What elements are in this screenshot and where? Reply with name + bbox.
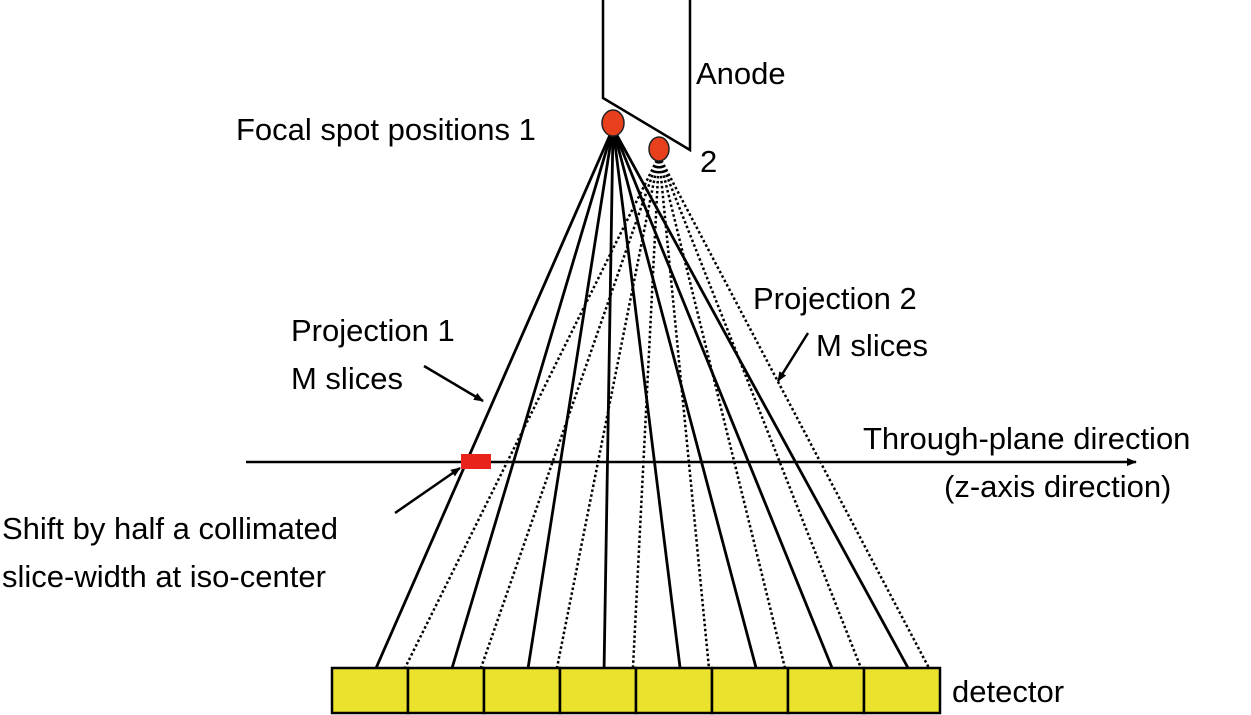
focal-spot-2-label: 2 <box>700 144 717 179</box>
projection-2-ray <box>657 155 863 669</box>
detector-element <box>710 666 790 715</box>
anode-label: Anode <box>696 56 786 91</box>
detector-element <box>862 666 942 715</box>
projection-1-ray <box>611 127 834 669</box>
detector-element <box>786 666 866 715</box>
projection-2-ray <box>479 155 661 669</box>
projection-2-pointer-arrow <box>776 332 810 382</box>
shift-label-line2: slice-width at iso-center <box>2 559 326 594</box>
shift-pointer-arrow <box>394 466 461 515</box>
detector-element <box>482 666 562 715</box>
projection-1-ray <box>611 127 682 669</box>
projection-1-slices-label: M slices <box>291 361 403 396</box>
detector-element <box>634 666 714 715</box>
focal-spot-1 <box>601 109 625 137</box>
projection-1-ray <box>374 127 615 669</box>
projection-1-label: Projection 1 <box>291 313 455 348</box>
projection-1-ray <box>450 127 615 669</box>
focal-spot-2 <box>648 136 670 162</box>
detector-label: detector <box>952 674 1064 709</box>
projection-1-pointer-arrow <box>423 364 484 403</box>
projection-2-ray <box>631 155 661 669</box>
detector-element <box>330 666 410 715</box>
detector-element <box>406 666 486 715</box>
projection-2-ray <box>403 155 661 669</box>
focal-spot-label: Focal spot positions 1 <box>236 112 536 147</box>
projection-1-ray <box>611 127 758 669</box>
projection-2-ray <box>657 155 931 669</box>
detector-element <box>558 666 638 715</box>
projection-1-ray <box>602 127 615 669</box>
projection-2-ray <box>657 155 787 669</box>
projection-1-ray <box>526 127 615 669</box>
detector-array <box>330 666 942 715</box>
projection-2-rays <box>403 155 931 669</box>
projection-1-rays <box>374 127 910 669</box>
projection-1-ray <box>611 127 910 669</box>
z-axis-label: (z-axis direction) <box>944 469 1171 504</box>
shift-label: Shift by half a collimated <box>2 511 338 546</box>
anode-outline <box>601 0 692 153</box>
half-slice-shift-marker <box>461 454 491 469</box>
projection-2-label: Projection 2 <box>753 281 917 316</box>
through-plane-label: Through-plane direction <box>863 421 1190 456</box>
projection-2-ray <box>657 155 711 669</box>
projection-2-slices-label: M slices <box>816 328 928 363</box>
